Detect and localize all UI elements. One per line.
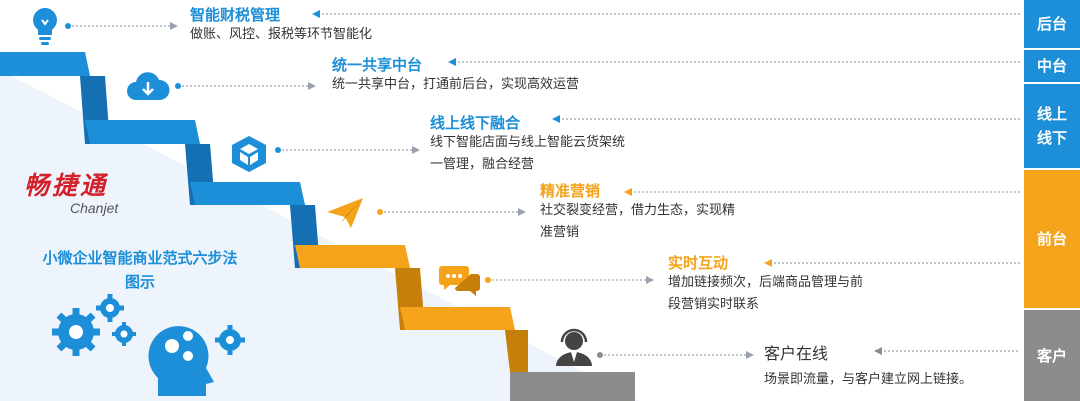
lightbulb-icon — [33, 8, 57, 45]
step-5-title: 实时互动 — [668, 254, 729, 272]
step-3-desc-line-1: 线下智能店面与线上智能云货架统 — [430, 135, 626, 150]
step-4-desc-line-1: 社交裂变经营，借力生态，实现精 — [540, 203, 736, 218]
step-3-title: 线上线下融合 — [430, 114, 521, 132]
ribbon-step-5-top — [400, 307, 515, 330]
layer-label-online-offline: 线上 线下 — [1024, 84, 1080, 168]
layer-label-backend-text: 后台 — [1036, 15, 1067, 33]
layer-label-online-offline-text: 线上 线下 — [1036, 105, 1067, 147]
ribbon-step-5-riser — [505, 330, 528, 372]
step-3: 线上线下融合 线下智能店面与线上智能云货架统 一管理，融合经营 — [430, 114, 625, 176]
step-2: 统一共享中台 统一共享中台，打通前后台，实现高效运营 — [332, 56, 579, 96]
step-5-desc-line-2: 段营销实时联系 — [668, 297, 760, 312]
step-6: 客户在线 场景即流量，与客户建立网上链接。 — [764, 345, 972, 391]
ribbon-step-3-top — [190, 182, 305, 205]
brand-logo: 畅捷通 Chanjet — [24, 166, 118, 216]
layer-label-frontend: 前台 — [1024, 170, 1080, 308]
step-1-desc-line-1: 做账、风控、报税等环节智能化 — [190, 27, 373, 42]
layer-label-customer: 客户 — [1024, 310, 1080, 401]
step-6-title: 客户在线 — [764, 344, 829, 363]
ribbon-step-6 — [510, 372, 635, 401]
ribbon-step-4-top — [295, 245, 410, 268]
step-4-title: 精准营销 — [540, 182, 601, 200]
layer-label-backend: 后台 — [1024, 0, 1080, 48]
step-6-desc-line-1: 场景即流量，与客户建立网上链接。 — [764, 372, 973, 387]
step-5-desc-line-1: 增加链接频次，后端商品管理与前 — [668, 275, 864, 290]
brand-name-en: Chanjet — [70, 200, 119, 216]
method-title-line-2: 图示 — [124, 273, 155, 291]
gears-head-illustration — [52, 294, 245, 396]
ribbon-step-1-top — [0, 52, 90, 76]
step-4: 精准营销 社交裂变经营，借力生态，实现精 准营销 — [540, 182, 735, 244]
brand-name-cn: 畅捷通 — [24, 171, 109, 200]
gear-icon — [52, 308, 100, 356]
customer-service-icon — [556, 328, 592, 366]
step-5: 实时互动 增加链接频次，后端商品管理与前 段营销实时联系 — [668, 254, 863, 316]
layer-label-middle-text: 中台 — [1036, 57, 1067, 75]
ribbon-step-2-top — [85, 120, 200, 144]
layer-label-middle: 中台 — [1024, 50, 1080, 82]
method-title: 小微企业智能商业范式六步法 图示 — [20, 246, 260, 294]
step-3-desc-line-2: 一管理，融合经营 — [430, 157, 535, 172]
cube-icon — [232, 136, 266, 172]
step-2-desc-line-1: 统一共享中台，打通前后台，实现高效运营 — [332, 77, 580, 92]
cloud-download-icon — [127, 72, 170, 100]
chat-bubbles-icon — [439, 266, 480, 296]
step-4-desc-line-2: 准营销 — [540, 225, 580, 240]
layer-label-customer-text: 客户 — [1036, 346, 1067, 365]
step-2-title: 统一共享中台 — [332, 56, 423, 74]
method-title-line-1: 小微企业智能商业范式六步法 — [42, 249, 238, 267]
step-1-title: 智能财税管理 — [190, 6, 281, 24]
step-1: 智能财税管理 做账、风控、报税等环节智能化 — [190, 6, 372, 46]
layer-label-frontend-text: 前台 — [1036, 230, 1067, 248]
paper-plane-icon — [327, 198, 363, 228]
